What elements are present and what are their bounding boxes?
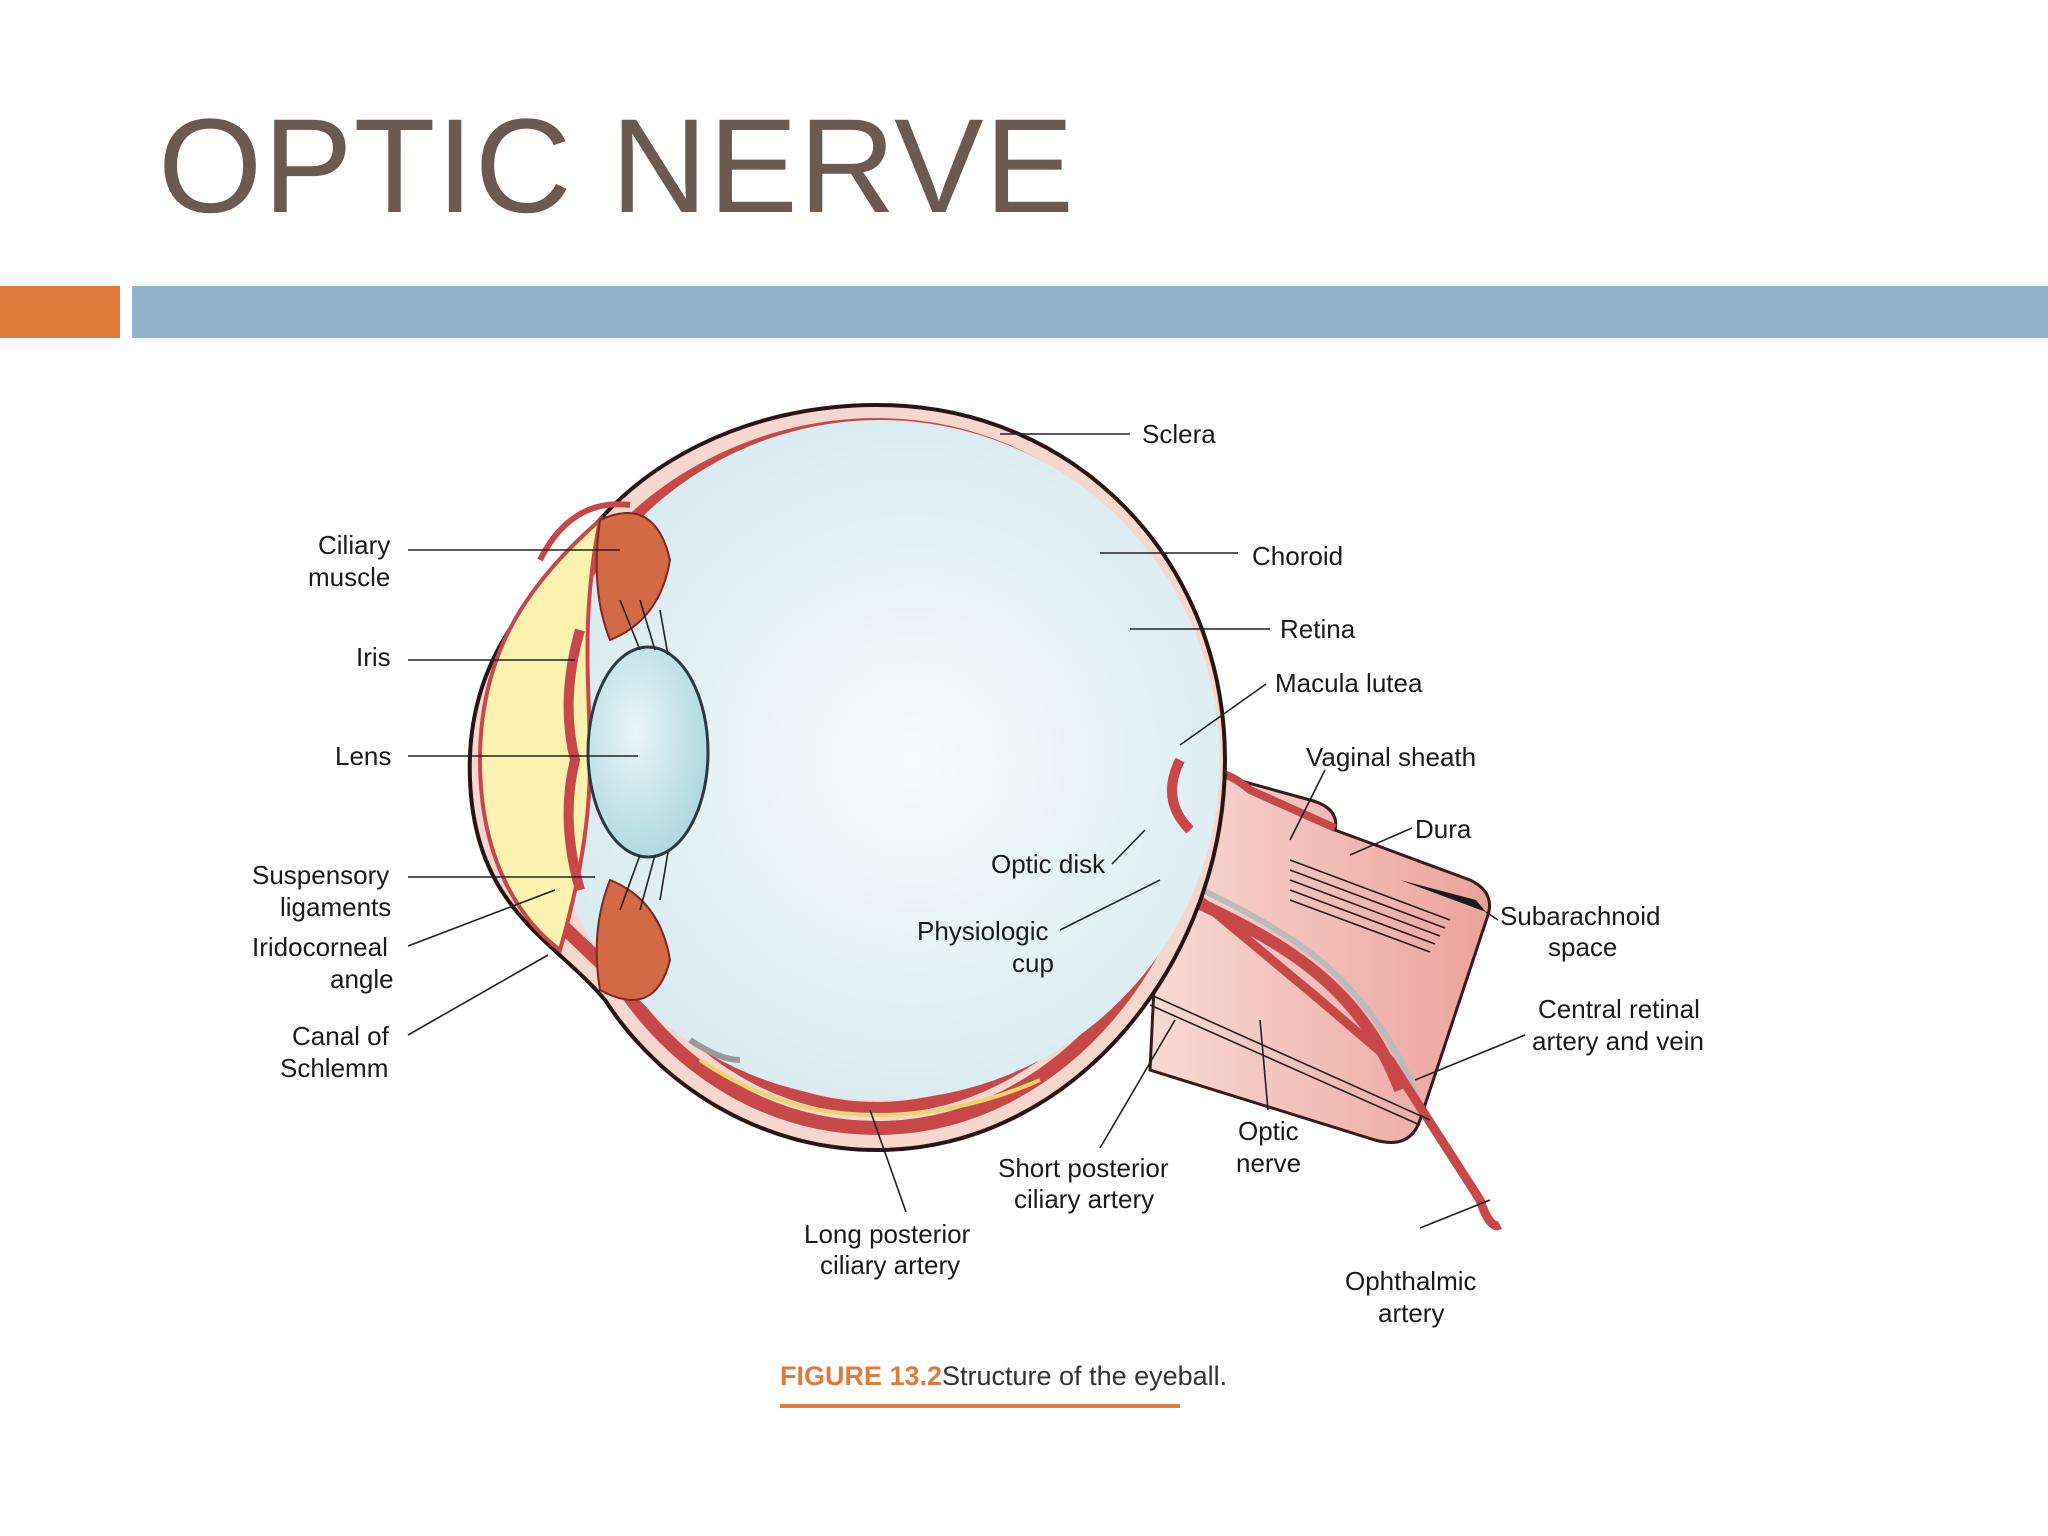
label-dura: Dura (1415, 814, 1472, 844)
label-iridocorneal-2: angle (330, 964, 394, 994)
label-long-posterior-1: Long posterior (804, 1219, 971, 1249)
label-subarachnoid-1: Subarachnoid (1500, 901, 1660, 931)
label-ciliary-2: muscle (308, 562, 390, 592)
label-vaginal-sheath: Vaginal sheath (1306, 742, 1476, 772)
label-sclera: Sclera (1142, 419, 1216, 449)
label-optic-disk: Optic disk (991, 849, 1106, 879)
label-physiologic-1: Physiologic (917, 916, 1049, 946)
label-short-posterior-1: Short posterior (998, 1153, 1169, 1183)
label-optic-nerve-1: Optic (1238, 1116, 1299, 1146)
title-accent-block (0, 286, 120, 338)
label-ophthalmic-2: artery (1378, 1298, 1444, 1328)
title-underline-bar (132, 286, 2048, 338)
label-optic-nerve-2: nerve (1236, 1148, 1301, 1178)
label-iridocorneal-1: Iridocorneal (252, 932, 388, 962)
label-iris: Iris (356, 642, 391, 672)
label-macula-lutea: Macula lutea (1275, 668, 1423, 698)
label-retina: Retina (1280, 614, 1356, 644)
label-short-posterior-2: ciliary artery (1014, 1184, 1154, 1214)
figure-caption-number: FIGURE 13.2 (780, 1361, 942, 1391)
label-suspensory-1: Suspensory (252, 860, 389, 890)
label-suspensory-2: ligaments (280, 892, 391, 922)
label-physiologic-2: cup (1012, 948, 1054, 978)
label-canal-2: Schlemm (280, 1053, 388, 1083)
label-ciliary-1: Ciliary (318, 530, 390, 560)
globe-shape (467, 402, 1228, 1153)
label-long-posterior-2: ciliary artery (820, 1250, 960, 1280)
optic-nerve-shape (1139, 758, 1503, 1231)
label-central-retinal-2: artery and vein (1532, 1026, 1704, 1056)
label-lens: Lens (335, 741, 391, 771)
label-central-retinal-1: Central retinal (1538, 994, 1700, 1024)
leader-lines (407, 433, 1526, 1229)
slide-title: OPTIC NERVE (158, 92, 1075, 241)
label-ophthalmic-1: Ophthalmic (1345, 1266, 1477, 1296)
figure-caption-text: Structure of the eyeball. (942, 1361, 1227, 1391)
label-subarachnoid-2: space (1548, 932, 1617, 962)
label-choroid: Choroid (1252, 541, 1343, 571)
label-canal-1: Canal of (292, 1021, 390, 1051)
